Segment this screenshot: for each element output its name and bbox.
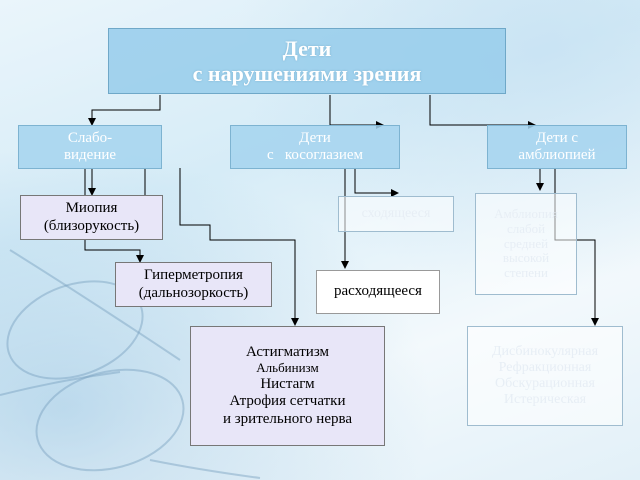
divergent-label: расходящееся	[334, 283, 422, 300]
degree-line-1: Амблиопия	[494, 205, 558, 221]
category-low-vision: Слабо- видение	[18, 125, 162, 169]
title-line-1: Дети	[282, 35, 332, 61]
title-line-2: с нарушениями зрения	[192, 61, 422, 86]
hypermetropia-line-1: Гиперметропия	[144, 267, 243, 284]
amblyopia-degree-box: Амблиопия слабой средней высокой степени	[475, 193, 577, 295]
myopia-line-1: Миопия	[65, 200, 118, 217]
condition-optic-nerve: и зрительного нерва	[222, 410, 353, 427]
condition-astigmatism: Астигматизм	[245, 344, 330, 361]
hypermetropia-line-2: (дальнозоркость)	[138, 284, 249, 301]
diagram-title: Дети с нарушениями зрения	[108, 28, 506, 94]
degree-line-4: высокой	[502, 250, 550, 266]
category-strabismus: Дети с косоглазием	[230, 125, 400, 169]
category-low-vision-line-2: видение	[63, 147, 117, 163]
condition-nystagmus: Нистагм	[260, 376, 315, 393]
category-amblyopia: Дети с амблиопией	[487, 125, 627, 169]
hypermetropia-box: Гиперметропия (дальнозоркость)	[115, 262, 272, 307]
type-dysbinocular: Дисбинокулярная	[491, 343, 599, 359]
category-strabismus-line-1: Дети	[299, 129, 331, 146]
other-conditions-box: Астигматизм Альбинизм Нистагм Атрофия се…	[190, 326, 385, 446]
degree-line-3: средней	[503, 235, 549, 251]
condition-albinism: Альбинизм	[256, 360, 319, 376]
myopia-line-2: (близорукость)	[43, 217, 140, 234]
type-hysterical: Истерическая	[503, 392, 587, 408]
condition-retina-atrophy: Атрофия сетчатки	[229, 393, 346, 410]
type-refractive: Рефракционная	[498, 359, 592, 375]
convergent-label: сходящееся	[361, 205, 431, 221]
myopia-box: Миопия (близорукость)	[20, 195, 163, 240]
type-obscuration: Обскурационная	[495, 376, 595, 391]
category-strabismus-line-2: с косоглазием	[266, 147, 364, 163]
category-amblyopia-line-2: амблиопией	[518, 147, 596, 163]
degree-line-2: слабой	[506, 220, 546, 236]
category-low-vision-line-1: Слабо-	[67, 129, 113, 146]
convergent-strabismus-box: сходящееся	[338, 196, 454, 232]
divergent-strabismus-box: расходящееся	[316, 270, 440, 314]
amblyopia-types-box: Дисбинокулярная Рефракционная Обскурацио…	[467, 326, 623, 426]
category-amblyopia-line-1: Дети с	[535, 129, 579, 146]
degree-line-5: степени	[504, 265, 548, 281]
